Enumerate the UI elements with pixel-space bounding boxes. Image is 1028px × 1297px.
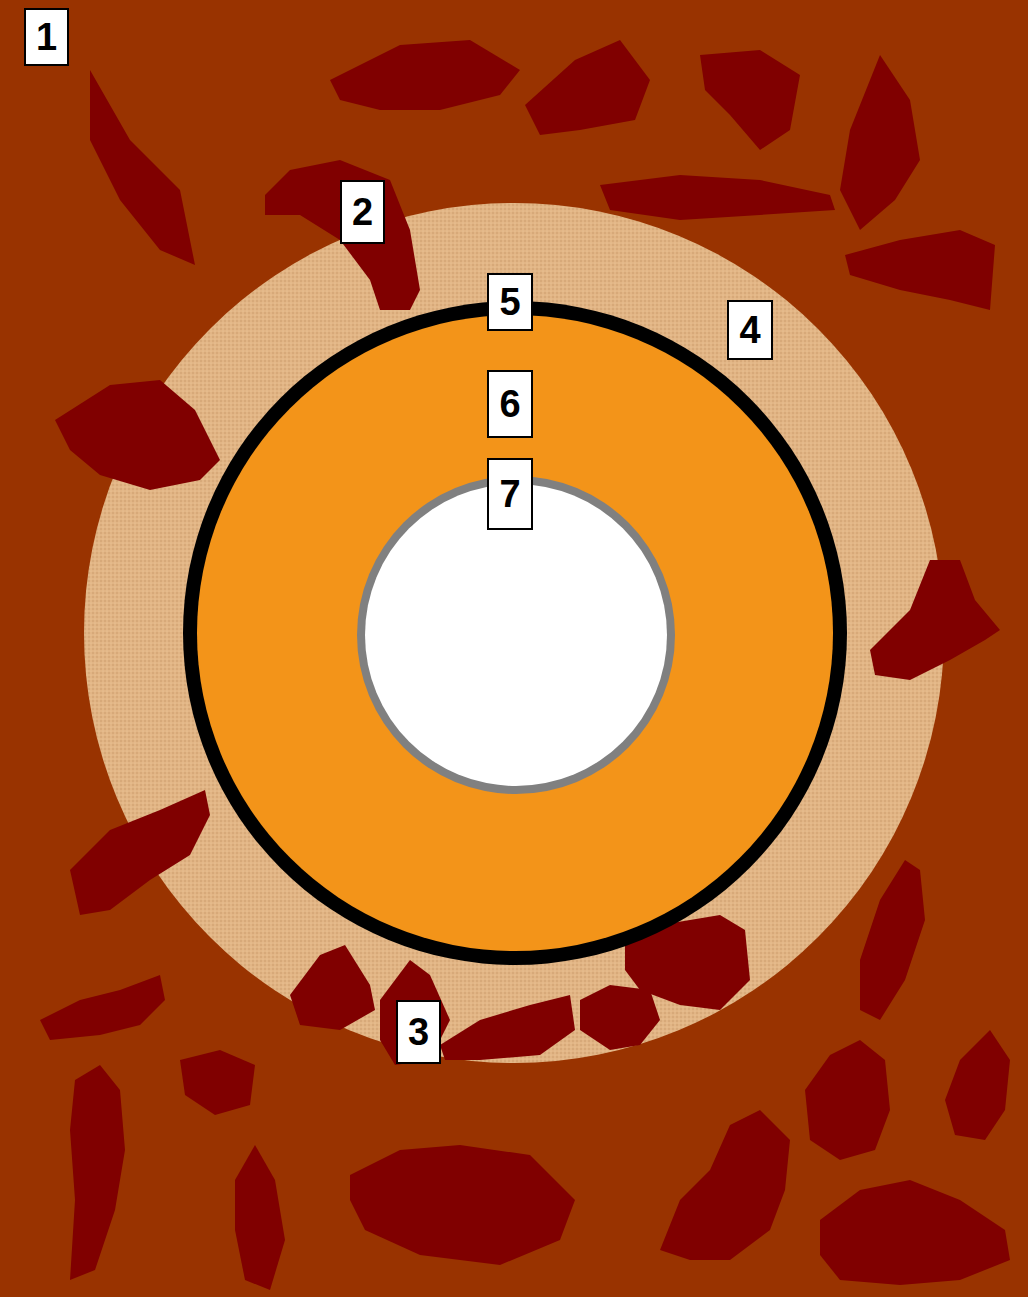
callout-number: 4: [727, 300, 773, 360]
callout-number: 2: [340, 180, 385, 244]
insulation-layer: [197, 315, 833, 951]
sand-bedding: [84, 203, 944, 1063]
rock-fragments: [40, 40, 1010, 1290]
outer-coating: [183, 301, 847, 965]
callout-number: 5: [487, 273, 533, 331]
callout-number: 7: [487, 458, 533, 530]
callout-number: 3: [396, 1000, 441, 1064]
callout-number: 1: [24, 8, 69, 66]
callout-number: 6: [487, 370, 533, 438]
